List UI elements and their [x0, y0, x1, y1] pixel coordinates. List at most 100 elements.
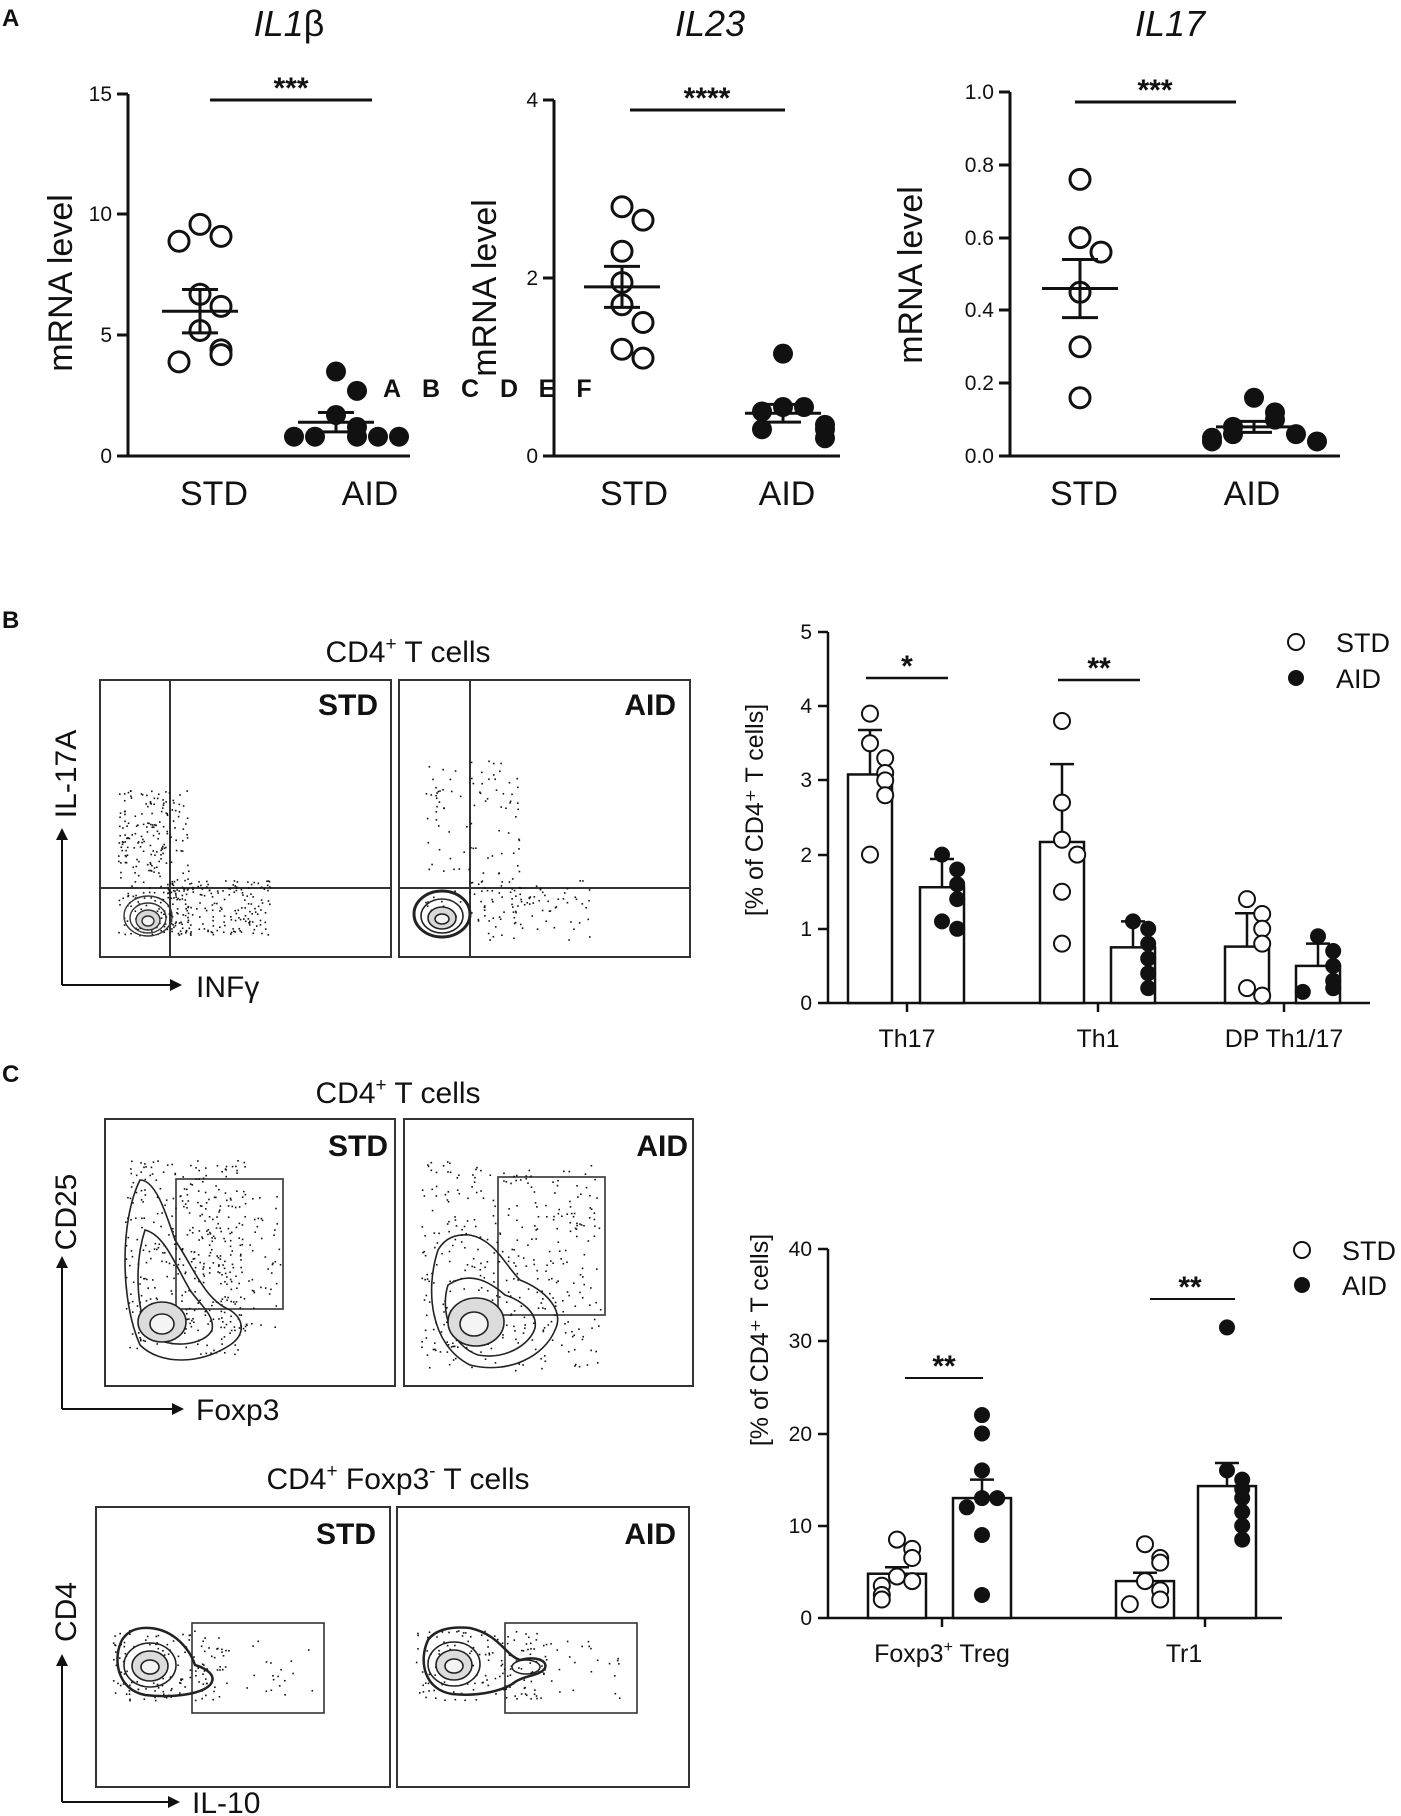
- flow-c1-aid-dots-event: [505, 1279, 508, 1282]
- flow-b-aid-dots-event: [436, 805, 438, 808]
- flow-c1-std-dots-event: [217, 1222, 219, 1225]
- flow-c1-aid-dots-event: [516, 1239, 519, 1242]
- flow-c2-aid-dots-event: [535, 1695, 538, 1697]
- flow-b-std-dots-event: [170, 922, 173, 925]
- flow-b-std-dots-event: [152, 826, 155, 828]
- flow-c2-aid-dots-event: [491, 1652, 494, 1654]
- panel-b-flow: CD4+ T cells STD AID IL-17A INFγ: [50, 634, 691, 1004]
- flow-b-std-dots-event: [207, 883, 209, 886]
- flow-c1-std-dots-event: [137, 1332, 140, 1334]
- flow-c1-std-dots-event: [181, 1300, 183, 1302]
- flow-c1-std-dots-event: [227, 1216, 230, 1219]
- flow-c1-aid-dots-event: [438, 1232, 440, 1235]
- plot-1-aid-point-0: [326, 361, 346, 382]
- flow-b-std-dots-event: [132, 866, 135, 869]
- flow-c2-std-dots-event: [167, 1653, 170, 1655]
- flow-b-std-dots-event: [233, 891, 236, 894]
- flow-b-std-dots-event: [185, 908, 188, 910]
- flow-b-aid-dots-event: [477, 920, 480, 922]
- flow-c1-std-dots-event: [155, 1179, 158, 1181]
- bar-c-ylabel: [% of CD4⁺ T cells]: [746, 1234, 774, 1446]
- flow-c2-aid-dots-event: [496, 1638, 499, 1641]
- flow-c1-aid-dots-event: [447, 1171, 449, 1173]
- bar-c-aid-point-0-1: [974, 1425, 990, 1442]
- flow-c1-std-dots-event: [224, 1168, 227, 1170]
- flow-b-std-dots-event: [128, 837, 131, 840]
- flow-c1-aid-dots-event: [550, 1320, 553, 1323]
- flow-c1-std-dots-event: [226, 1283, 228, 1286]
- flow-c1-std-dots-event: [202, 1266, 205, 1268]
- flow-c2-std-dots-event: [222, 1655, 225, 1657]
- flow-c1-std-dots-event: [224, 1240, 227, 1243]
- flow-b-std-dots-event: [228, 887, 230, 890]
- flow-b-std-dots-event: [238, 927, 241, 930]
- flow-c1-aid-dots-event: [569, 1200, 571, 1203]
- flow-c1-std-dots-event: [141, 1226, 143, 1229]
- flow-b-std-dots-event: [137, 824, 139, 826]
- flow-b-aid-dots-event: [435, 811, 438, 813]
- bar-c-aid-point-0-3: [974, 1490, 990, 1507]
- flow-c2-std-dots-event: [166, 1643, 169, 1646]
- flow-c2-std-dots-event: [290, 1660, 293, 1663]
- flow-c1-std-dots-event: [140, 1171, 142, 1173]
- flow-c1-aid-dots-event: [510, 1182, 512, 1185]
- flow-c1-aid-dots-event: [533, 1259, 535, 1261]
- flow-c1-std-dots-event: [144, 1178, 147, 1181]
- flow-b-std-dots-event: [120, 862, 122, 864]
- flow-c1-std-dots-event: [234, 1329, 236, 1332]
- flow-c2-aid-dots-event: [618, 1663, 620, 1665]
- plot-3-ytick-5: 1.0: [965, 81, 994, 104]
- flow-c1-std-dots-event: [229, 1239, 232, 1242]
- flow-c2-aid-dots-event: [509, 1686, 511, 1688]
- flow-c1-std-dots-event: [241, 1243, 244, 1246]
- flow-c1-aid-dots-event: [536, 1277, 539, 1280]
- flow-c2-aid-dots-event: [508, 1654, 511, 1657]
- legend-b-std-marker: [1287, 633, 1305, 651]
- plot-2-std-point-6: [610, 337, 634, 361]
- flow-c1-aid-dots-event: [505, 1324, 508, 1327]
- flow-c1-std-dots-event: [222, 1321, 224, 1323]
- flow-c1-std-dots-event: [129, 1197, 132, 1200]
- flow-c1-aid-dots-event: [475, 1168, 477, 1171]
- flow-c2-aid-dots-event: [529, 1642, 532, 1645]
- flow-b-aid-dots-event: [426, 817, 429, 820]
- flow-b-std-dots-event: [171, 928, 173, 930]
- flow-b-std-dots-event: [175, 894, 177, 896]
- flow-c1-aid-dots-event: [499, 1233, 502, 1235]
- flow-b-std-dots-event: [269, 903, 271, 906]
- flow-c1-std-dots-event: [204, 1310, 207, 1313]
- flow-b-std-dots-event: [181, 898, 184, 900]
- flow-b-std-dots-event: [163, 847, 166, 850]
- flow-c2-aid-dots-event: [581, 1645, 583, 1648]
- flow-b-std-dots-event: [178, 811, 181, 813]
- flow-c1-std-dots-event: [226, 1299, 228, 1302]
- flow-b-aid-dots-event: [443, 870, 445, 872]
- flow-c1-aid-dots-event: [552, 1218, 555, 1221]
- flow-b-aid-dots-event: [487, 932, 490, 935]
- flow-b-std-dots-event: [175, 921, 177, 923]
- flow-b-std-dots-event: [158, 872, 160, 874]
- flow-c1-aid-dots-event: [446, 1161, 449, 1163]
- flow-c1-std-dots-event: [211, 1240, 214, 1243]
- flow-c2-aid-dots-event: [443, 1641, 445, 1644]
- bar-b-bar-std-1: [1038, 840, 1086, 1005]
- flow-c2-std-dots-event: [189, 1669, 192, 1671]
- flow-b-std-dots-event: [180, 921, 182, 924]
- flow-c1-std-dots-event: [168, 1234, 170, 1236]
- flow-b-std-dots-event: [153, 891, 156, 894]
- flow-b-aid-dots-event: [479, 792, 482, 795]
- flow-b-std-dots-event: [192, 886, 194, 889]
- flow-c1-aid-dots-event: [582, 1335, 585, 1338]
- plot-1-ytick-1: 5: [100, 324, 112, 347]
- flow-b-aid-dots-event: [425, 901, 427, 904]
- flow-c2-aid-dots-event: [428, 1673, 431, 1676]
- flow-c1-aid-dots-event: [547, 1324, 550, 1326]
- flow-b-std-dots-event: [211, 909, 214, 912]
- flow-c2-std-dots-event: [123, 1673, 126, 1675]
- flow-b-std-dots-event: [152, 850, 155, 852]
- flow-b-std-dots-event: [135, 894, 137, 897]
- flow-b-aid-dots-event: [494, 778, 497, 781]
- flow-b-std-dots-event: [222, 890, 224, 892]
- flow-b-aid-dots-event: [511, 898, 513, 900]
- flow-c1-aid-dots-event: [510, 1313, 513, 1316]
